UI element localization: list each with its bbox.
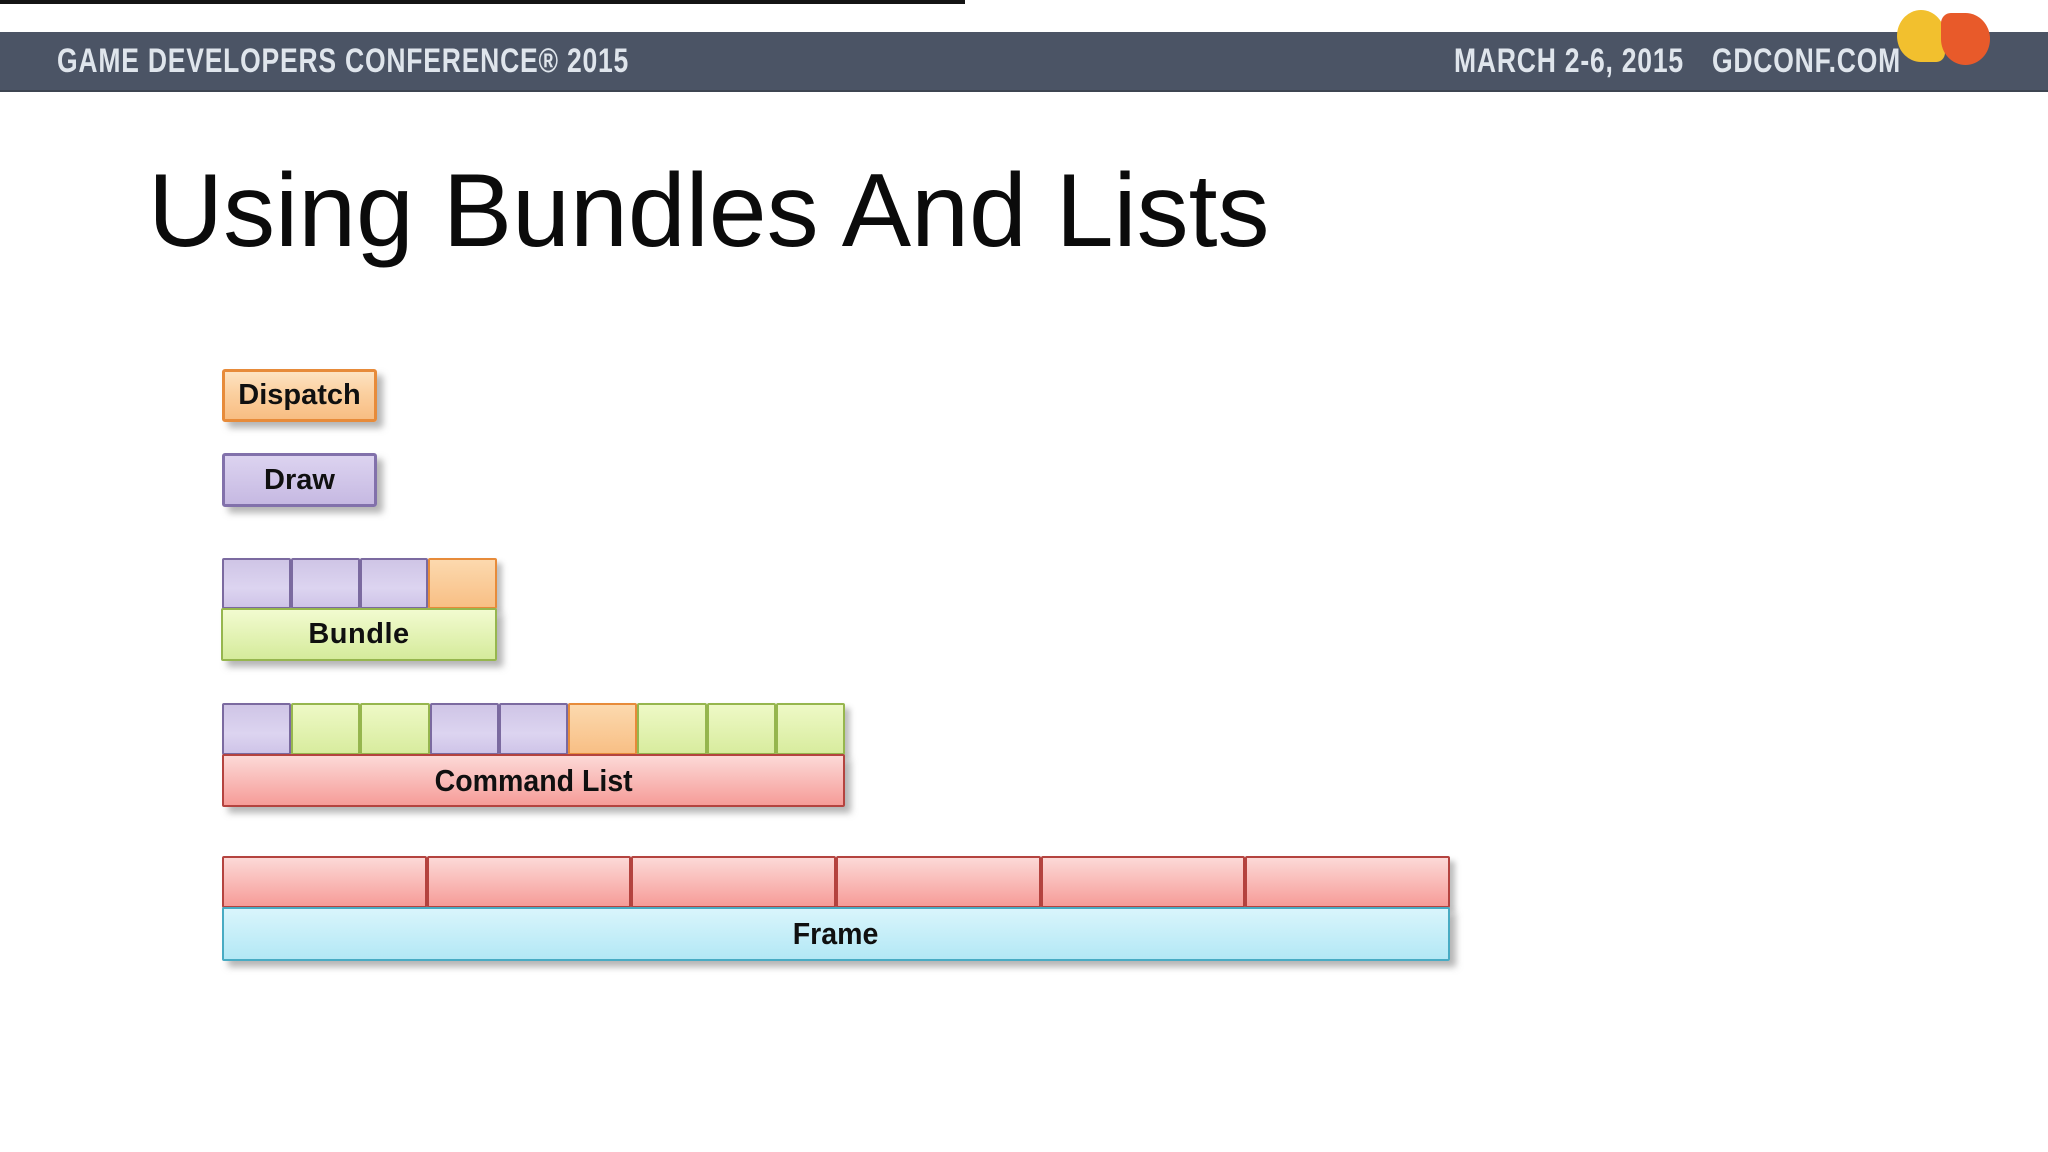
command-list-segments-row xyxy=(222,703,845,755)
conference-info: MARCH 2-6, 2015 GDCONF.COM xyxy=(1454,32,1901,90)
bundle-label: Bundle xyxy=(308,618,410,650)
segment-purple xyxy=(222,703,292,755)
segment-purple xyxy=(498,703,569,755)
bundle-segments-row xyxy=(222,558,497,609)
segment-orange xyxy=(428,558,497,609)
segment-pink xyxy=(631,856,837,908)
gdc-logo-yellow-circle-icon xyxy=(1897,10,1945,62)
segment-pink xyxy=(836,856,1041,908)
segment-pink xyxy=(1245,856,1451,908)
bundle-bar: Bundle xyxy=(221,608,497,661)
conference-header-bar: GAME DEVELOPERS CONFERENCE® 2015 MARCH 2… xyxy=(0,32,2048,92)
segment-pink xyxy=(1040,856,1246,908)
slide-title: Using Bundles And Lists xyxy=(148,153,1270,269)
command-list-bar: Command List xyxy=(222,754,845,807)
conference-dates: MARCH 2-6, 2015 xyxy=(1454,41,1684,80)
conference-name: GAME DEVELOPERS CONFERENCE® 2015 xyxy=(57,41,630,80)
segment-pink xyxy=(426,856,632,908)
draw-label: Draw xyxy=(264,463,335,496)
dispatch-label: Dispatch xyxy=(238,379,361,411)
segment-green xyxy=(706,703,776,755)
segment-pink xyxy=(222,856,427,908)
gdc-logo-orange-circle-icon xyxy=(1941,13,1990,65)
segment-purple xyxy=(359,558,429,609)
segment-purple xyxy=(290,558,360,609)
segment-purple xyxy=(429,703,499,755)
command-list-label: Command List xyxy=(434,762,633,798)
gdc-logo xyxy=(1897,8,1990,65)
frame-label: Frame xyxy=(793,916,879,951)
segment-green xyxy=(360,703,430,755)
segment-purple xyxy=(222,558,291,609)
conference-website: GDCONF.COM xyxy=(1711,41,1901,80)
top-video-artifact-strip xyxy=(0,0,965,4)
segment-green xyxy=(637,703,707,755)
dispatch-box: Dispatch xyxy=(222,369,377,422)
segment-green xyxy=(291,703,361,755)
segment-orange xyxy=(568,703,638,755)
segment-green xyxy=(775,703,845,755)
frame-segments-row xyxy=(222,856,1451,908)
frame-bar: Frame xyxy=(222,907,1450,961)
draw-box: Draw xyxy=(222,453,377,507)
